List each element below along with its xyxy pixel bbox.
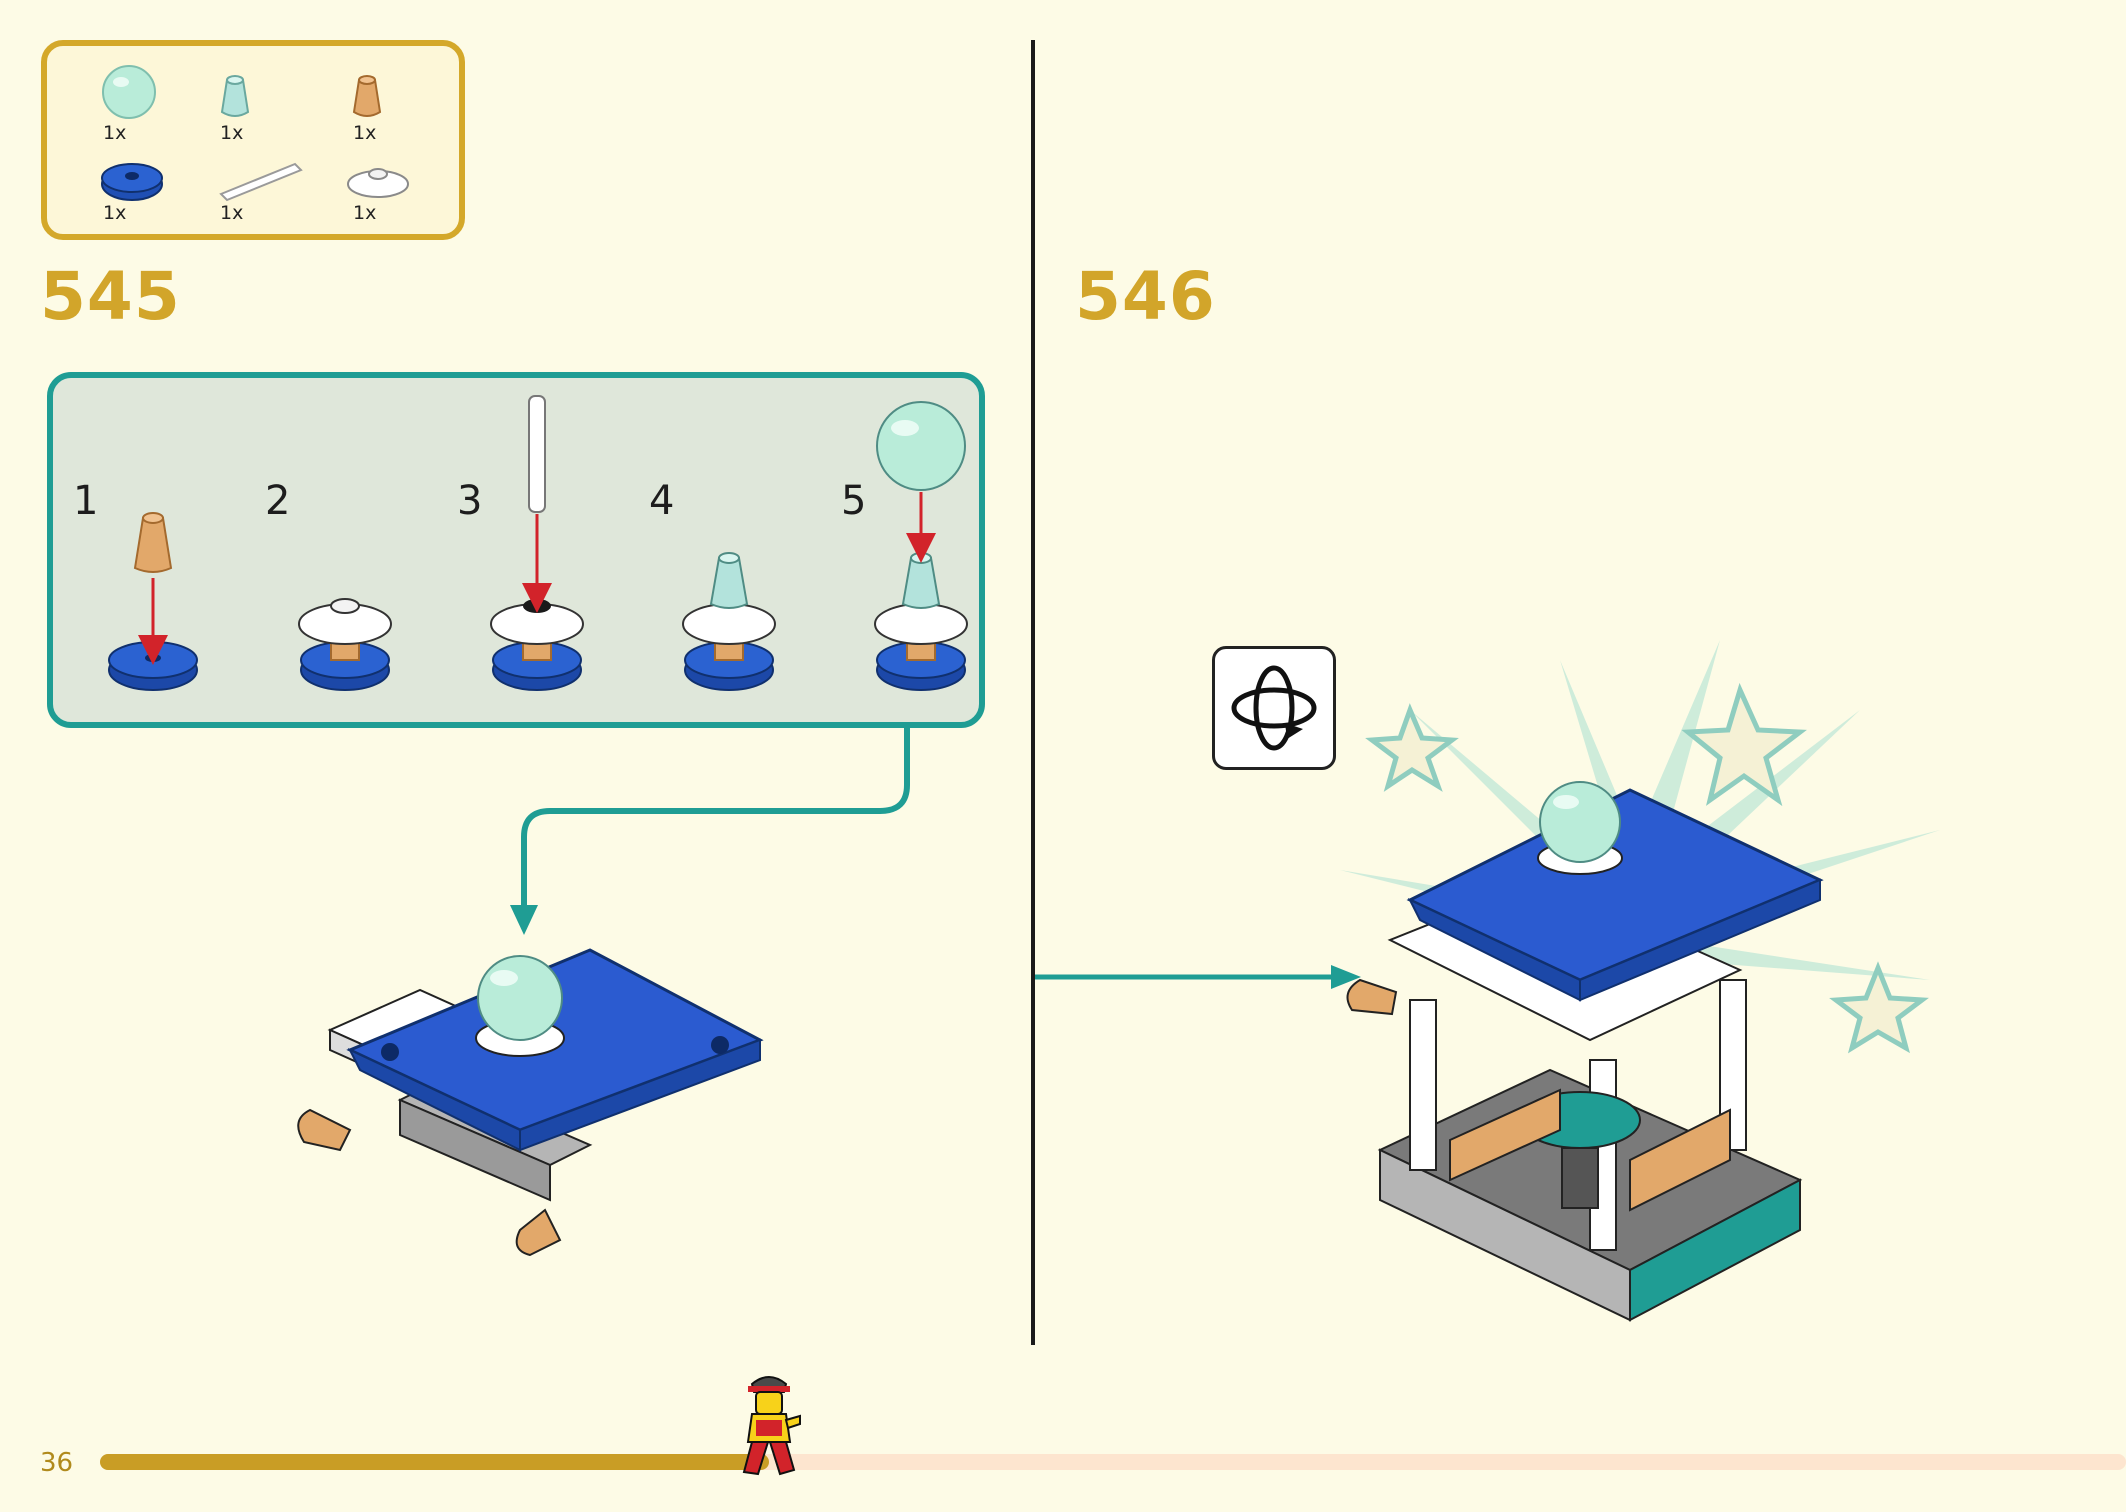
substep-5-assembly	[874, 401, 968, 691]
substep-number: 4	[649, 478, 675, 524]
substep-illustrations	[108, 395, 968, 691]
model-545-illustration	[297, 948, 764, 1257]
trans-light-blue-dome-icon	[102, 65, 156, 119]
decorative-star-icon	[1365, 703, 1459, 792]
step-number-545: 545	[40, 258, 181, 335]
page-number: 36	[40, 1448, 74, 1478]
minifigure-runner-icon	[742, 1376, 801, 1476]
part-qty: 1x	[353, 202, 377, 224]
part-qty: 1x	[220, 122, 244, 144]
substep-callout-box: 1 2 3 4 5	[47, 372, 985, 728]
callout-connector-arrow	[510, 725, 910, 935]
blue-round-plate-icon	[101, 163, 163, 201]
part-qty: 1x	[220, 202, 244, 224]
model-546-illustration	[1340, 640, 1940, 1322]
white-bar-icon	[219, 162, 303, 202]
tan-cone-icon	[352, 75, 382, 117]
white-dish-icon	[347, 168, 409, 198]
substep-number: 2	[265, 478, 291, 524]
trans-light-blue-cone-icon	[220, 75, 250, 117]
substep-3-assembly	[490, 395, 584, 691]
substep-number: 5	[841, 478, 867, 524]
rotate-model-icon	[1212, 646, 1336, 770]
part-qty: 1x	[103, 122, 127, 144]
decorative-star-icon	[1681, 682, 1807, 807]
step-number-546: 546	[1075, 258, 1216, 335]
step-connector-arrow	[1035, 965, 1361, 989]
substep-4-assembly	[682, 552, 776, 691]
part-qty: 1x	[103, 202, 127, 224]
decorative-star-icon	[1829, 961, 1929, 1054]
part-qty: 1x	[353, 122, 377, 144]
parts-list-box: 1x 1x 1x 1x 1x 1x	[41, 40, 465, 240]
substep-number: 3	[457, 478, 483, 524]
substep-1-assembly	[108, 512, 198, 691]
substep-2-assembly	[298, 598, 392, 691]
substep-number: 1	[73, 478, 99, 524]
build-progress-fill	[100, 1454, 769, 1470]
page-divider	[1031, 40, 1035, 1345]
